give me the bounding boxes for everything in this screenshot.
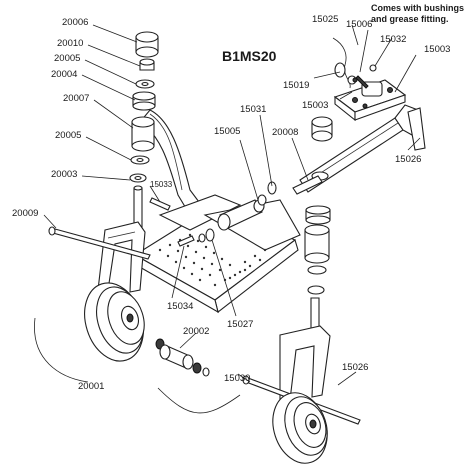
axle-tube [217, 199, 265, 231]
deck-plate [133, 194, 301, 314]
label-15006: 15006 [346, 19, 372, 30]
label-15003-left: 15003 [302, 100, 328, 111]
upper-cap [135, 31, 159, 58]
label-15032: 15032 [380, 34, 406, 45]
label-15033: 15033 [150, 180, 173, 189]
label-20008: 20008 [272, 127, 298, 138]
right-cap [311, 116, 333, 142]
label-15026-upper: 15026 [395, 154, 421, 165]
label-20002: 20002 [183, 326, 209, 337]
mid-bolt-15034 [177, 235, 195, 247]
right-spacer [307, 285, 325, 295]
upper-washer [135, 79, 155, 89]
label-20003: 20003 [51, 169, 77, 180]
right-fork [279, 325, 331, 401]
label-15026-lower: 15026 [342, 362, 368, 373]
label-20006: 20006 [62, 17, 88, 28]
hitch-pin [332, 37, 377, 89]
leader-lines [43, 24, 421, 386]
label-20007: 20007 [63, 93, 89, 104]
mid-bolt-15027 [198, 228, 215, 243]
label-20004: 20004 [51, 69, 77, 80]
mid-washer [257, 181, 277, 206]
right-housing [304, 224, 330, 264]
pivot-housing [131, 116, 155, 152]
hitch-plate [333, 79, 407, 122]
label-20005-lower: 20005 [55, 130, 81, 141]
label-20010: 20010 [57, 38, 83, 49]
right-bearing [305, 205, 331, 225]
label-20001: 20001 [78, 381, 104, 392]
label-15003-right: 15003 [424, 44, 450, 55]
right-kingpin [292, 175, 323, 195]
label-15019: 15019 [283, 80, 309, 91]
left-axle-bolt [48, 226, 151, 260]
label-15030: 15030 [224, 373, 250, 384]
label-20005-upper: 20005 [54, 53, 80, 64]
bracket-20001 [34, 317, 241, 414]
lower-spacer [129, 173, 147, 183]
left-fork [97, 221, 146, 293]
lower-washer [130, 155, 150, 165]
note-line-1: Comes with bushings [371, 3, 464, 13]
label-15005-mid: 15005 [214, 126, 240, 137]
note-line-2: and grease fitting. [371, 14, 449, 24]
deck-holes [158, 233, 267, 287]
left-wheel [84, 282, 145, 362]
diagram-title: B1MS20 [222, 48, 277, 64]
right-washer [307, 265, 327, 275]
label-15027: 15027 [227, 319, 253, 330]
label-15034: 15034 [167, 301, 193, 312]
upper-bearing [132, 91, 156, 111]
label-15031: 15031 [240, 104, 266, 115]
part-labels: 20006 20010 20005 20004 20007 20005 2000… [12, 14, 450, 392]
bearing-kit [155, 338, 210, 377]
grease-nut [139, 58, 155, 71]
label-20009: 20009 [12, 208, 38, 219]
left-pivot-bolt-15033 [149, 197, 171, 211]
right-wheel [272, 392, 328, 464]
label-15025: 15025 [312, 14, 338, 25]
